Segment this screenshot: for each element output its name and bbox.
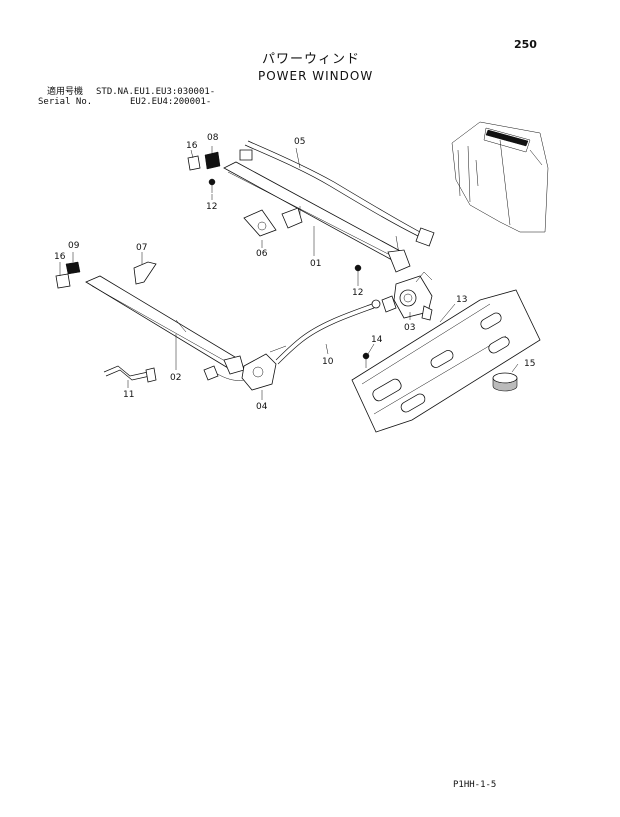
screw-part-12 bbox=[354, 264, 362, 278]
part-label-04: 04 bbox=[256, 402, 268, 412]
part-label-03: 03 bbox=[404, 323, 415, 333]
serial-range-1: STD.NA.EU1.EU3:030001- bbox=[96, 87, 216, 97]
window-motor bbox=[381, 271, 433, 321]
part-label-16-upper: 16 bbox=[186, 141, 198, 151]
window-regulator bbox=[203, 345, 287, 391]
page-code: P1HH-1-5 bbox=[453, 780, 497, 790]
window-cable bbox=[275, 299, 381, 365]
part-label-16-lower: 16 bbox=[54, 252, 66, 262]
leader-lines bbox=[59, 146, 519, 400]
serial-label: Serial No. bbox=[38, 97, 93, 107]
small-clip-parts-lower bbox=[55, 261, 157, 289]
page-title: POWER WINDOW bbox=[258, 69, 374, 83]
part-label-14: 14 bbox=[371, 335, 383, 345]
part-label-15: 15 bbox=[524, 359, 535, 369]
rubber-cushion bbox=[492, 372, 518, 392]
part-label-08: 08 bbox=[207, 133, 219, 143]
page-number: 250 bbox=[514, 38, 537, 51]
serial-range-2: EU2.EU4:200001- bbox=[130, 97, 212, 107]
part-label-07: 07 bbox=[136, 243, 147, 253]
part-label-11: 11 bbox=[123, 390, 134, 400]
part-label-10: 10 bbox=[322, 357, 334, 367]
serial-label-japanese: 適用号機 bbox=[47, 87, 84, 97]
page-title-japanese: パワーウィンド bbox=[262, 52, 361, 67]
part-number-labels: 01 02 03 04 05 06 07 08 09 10 11 12 12 1… bbox=[54, 133, 535, 412]
part-label-13: 13 bbox=[456, 295, 467, 305]
part-label-12-upper: 12 bbox=[206, 202, 217, 212]
bolt-part-14 bbox=[362, 352, 370, 368]
part-label-06: 06 bbox=[256, 249, 268, 259]
window-rail-upper bbox=[223, 161, 411, 273]
part-label-02: 02 bbox=[170, 373, 181, 383]
small-clip-parts-upper bbox=[187, 151, 221, 193]
cab-outline-illustration bbox=[451, 121, 549, 233]
window-handle bbox=[103, 365, 157, 383]
part-label-01: 01 bbox=[310, 259, 321, 269]
part-label-09: 09 bbox=[68, 241, 80, 251]
mounting-bracket bbox=[351, 289, 541, 433]
window-rail-lower bbox=[85, 275, 245, 375]
part-label-05: 05 bbox=[294, 137, 305, 147]
part-label-12-lower: 12 bbox=[352, 288, 363, 298]
wire-harness-upper bbox=[239, 140, 435, 261]
